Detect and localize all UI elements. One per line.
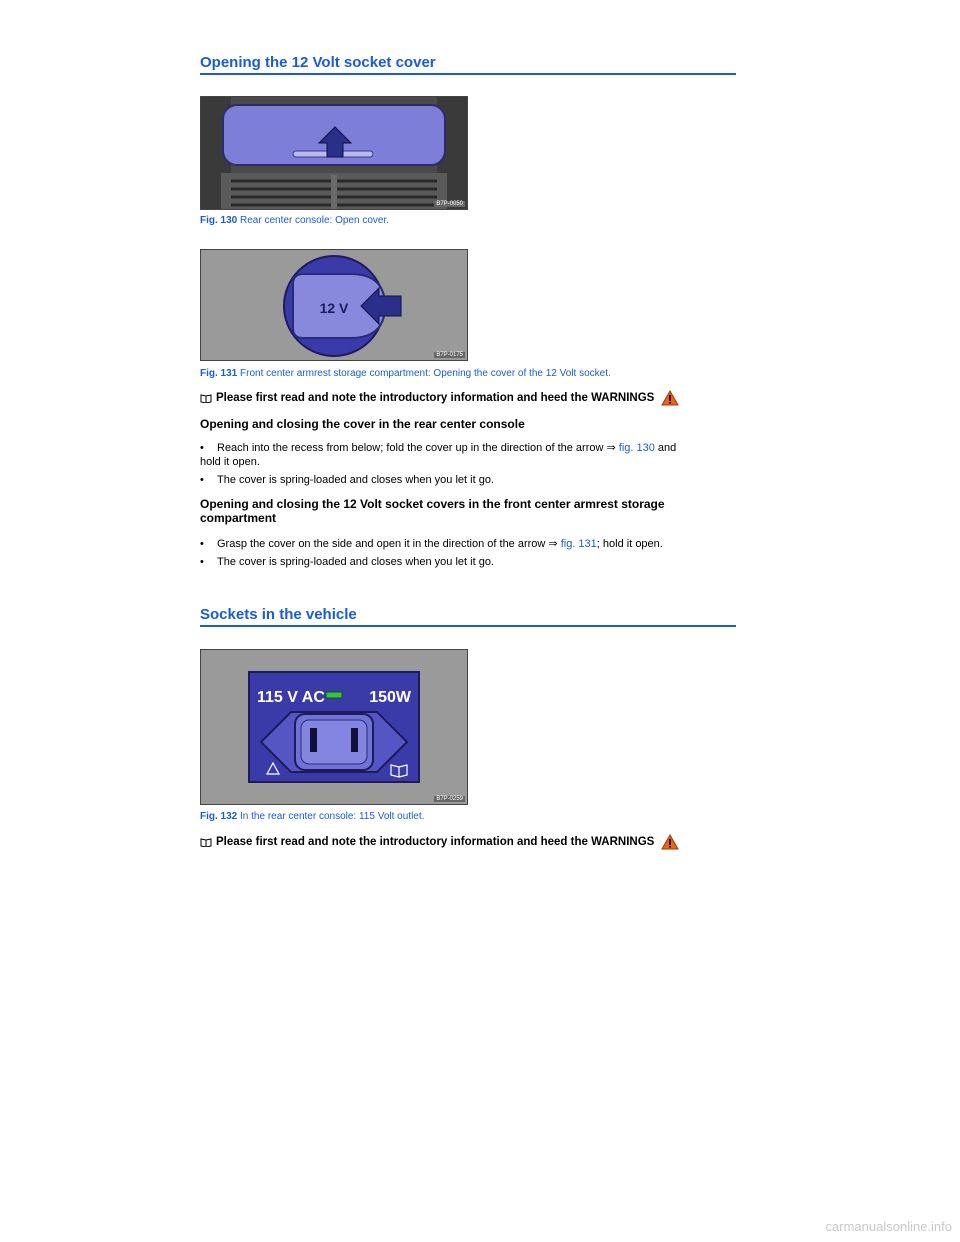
- subheading-front-armrest: Opening and closing the 12 Volt socket c…: [200, 497, 665, 525]
- warning-icon: [661, 833, 680, 850]
- figure-131: 12 V B7P-0175: [200, 249, 468, 361]
- section-title-12v-cover: Opening the 12 Volt socket cover: [200, 54, 736, 75]
- watermark: carmanualsonline.info: [825, 1219, 952, 1234]
- book-icon: [200, 393, 212, 404]
- list-item-continuation: hold it open.: [200, 456, 260, 468]
- section-title-sockets: Sockets in the vehicle: [200, 606, 736, 627]
- list-item: • The cover is spring-loaded and closes …: [200, 474, 494, 486]
- figure-132-caption: Fig. 132 In the rear center console: 115…: [200, 811, 425, 822]
- warning-icon: [661, 389, 680, 406]
- figure-132: 115 V AC 150W B7P-0259: [200, 649, 468, 805]
- outlet-slot: [310, 728, 317, 752]
- figure-code: B7P-0259: [434, 796, 465, 802]
- figure-code: B7P-0175: [434, 352, 465, 358]
- socket-label-12v: 12 V: [320, 300, 349, 316]
- list-item: • The cover is spring-loaded and closes …: [200, 556, 494, 568]
- subheading-rear-console: Opening and closing the cover in the rea…: [200, 417, 525, 431]
- outlet-slot: [351, 728, 358, 752]
- outlet-wattage-label: 150W: [369, 689, 412, 706]
- figure-131-caption: Fig. 131 Front center armrest storage co…: [200, 368, 611, 379]
- list-item: • Grasp the cover on the side and open i…: [200, 538, 663, 550]
- arrow-icon: [317, 126, 353, 158]
- figure-130: B7P-0050: [200, 96, 468, 210]
- outlet-voltage-label: 115 V AC: [257, 689, 325, 706]
- manual-book-icon: [390, 764, 408, 778]
- fig-131-link[interactable]: fig. 131: [560, 538, 597, 550]
- figure-code: B7P-0050: [434, 201, 465, 207]
- warning-icon: [265, 761, 281, 775]
- indicator-light-icon: [325, 691, 343, 699]
- book-icon: [200, 837, 212, 848]
- arrow-icon: [360, 286, 402, 326]
- list-item: • Reach into the recess from below; fold…: [200, 442, 677, 454]
- warning-note: Please first read and note the introduct…: [200, 389, 680, 406]
- fig-130-link[interactable]: fig. 130: [618, 442, 655, 454]
- figure-130-caption: Fig. 130 Rear center console: Open cover…: [200, 215, 389, 226]
- warning-note: Please first read and note the introduct…: [200, 833, 680, 850]
